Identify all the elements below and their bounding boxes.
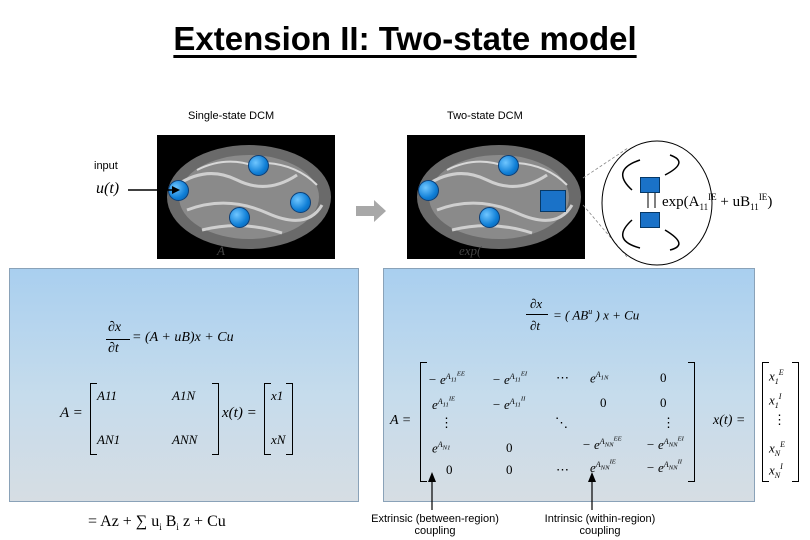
slide-title: Extension II: Two-state model (173, 20, 637, 57)
single-state-label: Single-state DCM (188, 110, 275, 122)
A-bracket-right-right (688, 362, 695, 482)
A-entry: 0 (600, 395, 607, 410)
x-bracket-right-right (792, 362, 799, 482)
region-node-1 (418, 180, 439, 201)
A-entry: − eANNEI (646, 435, 684, 452)
A-matrix-label: A = (60, 405, 83, 421)
bilinear-equation: = Az + ∑ ui Bi z + Cu (88, 513, 226, 533)
inhibitory-state-square (640, 212, 660, 228)
x-vector-label-right: x(t) = (713, 413, 746, 428)
A-entry: eA1N (590, 370, 609, 386)
excitatory-state-square (640, 177, 660, 193)
A-entry: 0 (660, 395, 667, 410)
region-node-2 (248, 155, 269, 176)
dx-numerator-right: ∂x (530, 296, 543, 311)
x-entry: ⋮ (773, 412, 786, 427)
state-equation-rhs: = (A + uB)x + Cu (132, 330, 234, 345)
input-label: input (94, 160, 118, 172)
intrinsic-caption: Intrinsic (within-region)coupling (544, 513, 656, 537)
brain-formula-single: A (217, 243, 225, 258)
A-bracket-left (90, 383, 97, 455)
A-entry: eA11IE (432, 395, 456, 412)
brain-image-single: A (157, 135, 335, 259)
brain-drawing-single (167, 145, 331, 249)
A-cell: ANN (172, 432, 198, 447)
A-matrix-label-right: A = (390, 413, 412, 428)
A-entry: − eA11II (492, 395, 526, 412)
exp-formula: exp(A11IE + uB11IE) (662, 192, 773, 212)
x-bracket-left (264, 383, 271, 455)
fraction-bar (106, 339, 130, 340)
A-cell: AN1 (97, 432, 121, 447)
two-state-region-square (540, 190, 566, 212)
A-entry: ⋮ (662, 415, 675, 430)
A-entry: 0 (660, 370, 667, 385)
A-bracket-right (212, 383, 219, 455)
x-bracket-left-right (762, 362, 769, 482)
x-vector-label: x(t) = (222, 405, 257, 421)
A-entry: ⋱ (555, 415, 568, 430)
dt-denominator: ∂t (108, 341, 119, 356)
A-cell: A11 (97, 388, 117, 403)
two-state-label: Two-state DCM (447, 110, 523, 122)
A-entry: − eANNII (646, 458, 683, 475)
region-node-4 (229, 207, 250, 228)
dt-denominator-right: ∂t (530, 318, 541, 333)
two-state-panel (383, 268, 755, 502)
two-state-equation: = ( ABu ) x + Cu (553, 307, 640, 323)
A-entry: 0 (446, 462, 453, 477)
fraction-bar-right (526, 314, 548, 315)
x-cell: x1 (271, 388, 284, 403)
extrinsic-caption: Extrinsic (between-region)coupling (371, 513, 499, 537)
dx-numerator: ∂x (108, 320, 122, 335)
A-bracket-left-right (420, 362, 427, 482)
A-cell: A1N (172, 388, 196, 403)
region-node-3 (290, 192, 311, 213)
x-cell: xN (271, 432, 286, 447)
x-entry: x1I (769, 392, 782, 410)
A-entry: − eANNEE (582, 435, 622, 452)
brain-image-two: exp( (407, 135, 585, 259)
A-entry: eANNIE (590, 458, 616, 475)
A-entry: 0 (506, 462, 513, 477)
input-ut: u(t) (96, 180, 120, 197)
A-entry: ⋯ (556, 370, 569, 385)
A-entry: 0 (506, 440, 513, 455)
A-entry: − eA11EI (492, 370, 528, 387)
x-entry: xNE (769, 440, 786, 458)
A-entry: ⋯ (556, 462, 569, 477)
x-bracket-right (286, 383, 293, 455)
single-state-panel (9, 268, 359, 502)
A-entry: eAN1 (432, 440, 451, 456)
region-node-2 (498, 155, 519, 176)
brain-formula-two: exp( (459, 243, 482, 258)
x-entry: xNI (769, 462, 783, 480)
x-entry: x1E (769, 368, 784, 386)
A-entry: ⋮ (440, 415, 453, 430)
A-entry: − eA11EE (428, 370, 465, 387)
brain-drawing-two (417, 145, 581, 249)
region-node-4 (479, 207, 500, 228)
